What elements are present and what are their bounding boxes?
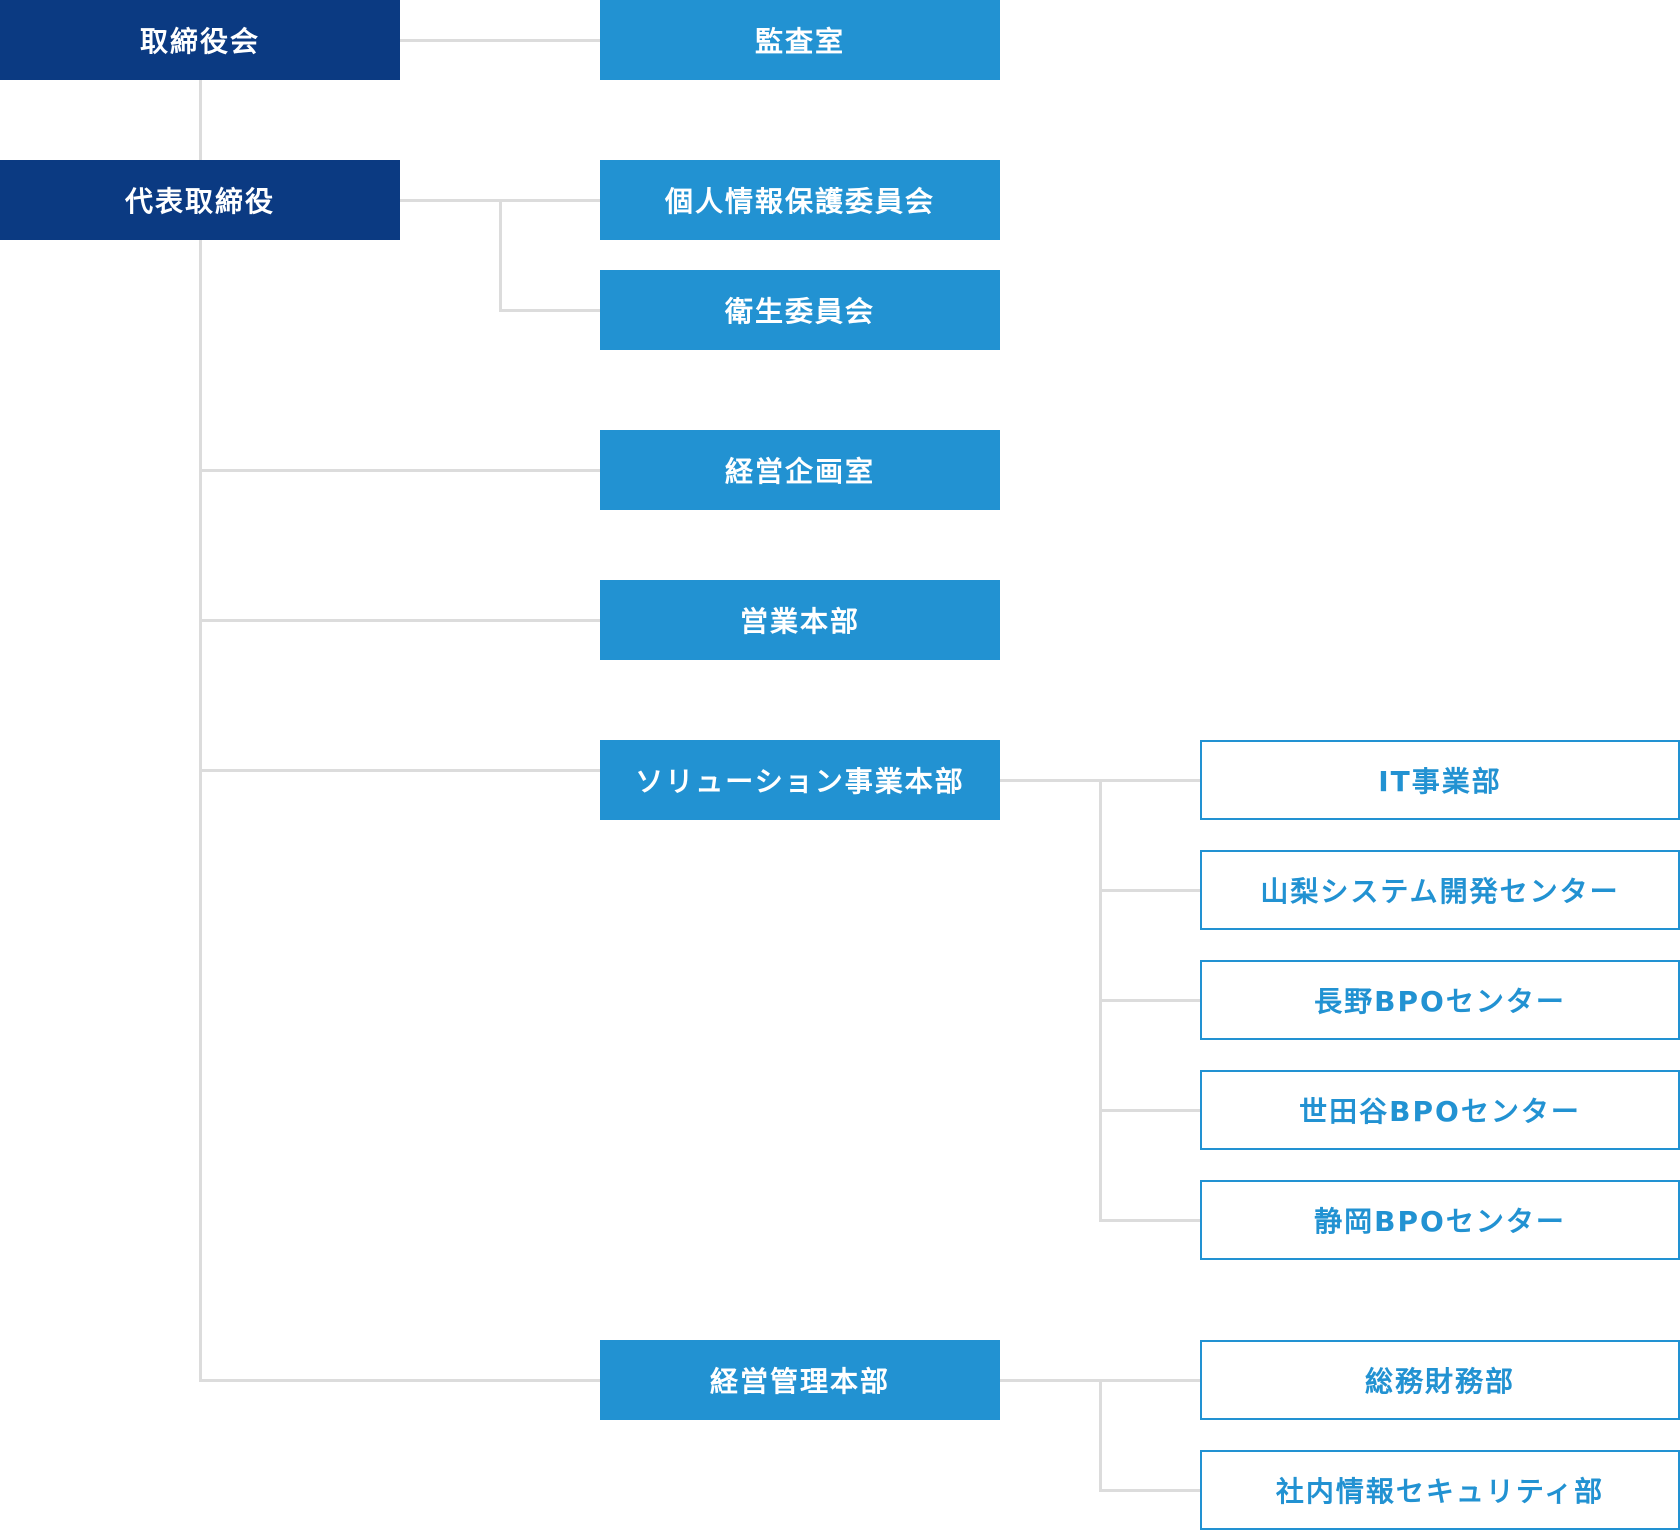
connector-management-security (1099, 1489, 1200, 1492)
connector-solution-shizuoka (1099, 1219, 1200, 1222)
node-nagano-bpo-center: 長野BPOセンター (1200, 960, 1680, 1040)
connector-ceo-planning (199, 469, 600, 472)
node-info-security: 社内情報セキュリティ部 (1200, 1450, 1680, 1530)
node-health-committee: 衛生委員会 (600, 270, 1000, 350)
connector-board-audit (400, 39, 600, 42)
connector-solution-nagano (1099, 999, 1200, 1002)
node-it-department: IT事業部 (1200, 740, 1680, 820)
connector-board-ceo (199, 80, 202, 160)
node-setagaya-bpo-center: 世田谷BPOセンター (1200, 1070, 1680, 1150)
node-management-division: 経営管理本部 (600, 1340, 1000, 1420)
node-yamanashi-center: 山梨システム開発センター (1200, 850, 1680, 930)
node-sales-division: 営業本部 (600, 580, 1000, 660)
node-solution-division: ソリューション事業本部 (600, 740, 1000, 820)
node-shizuoka-bpo-center: 静岡BPOセンター (1200, 1180, 1680, 1260)
connector-ceo-solution (199, 769, 600, 772)
node-board-of-directors: 取締役会 (0, 0, 400, 80)
connector-ceo-health (499, 309, 600, 312)
node-representative-director: 代表取締役 (0, 160, 400, 240)
node-audit-office: 監査室 (600, 0, 1000, 80)
node-corporate-planning: 経営企画室 (600, 430, 1000, 510)
connector-solution-setagaya (1099, 1109, 1200, 1112)
node-privacy-committee: 個人情報保護委員会 (600, 160, 1000, 240)
connector-committee-vertical (499, 199, 502, 311)
connector-ceo-management (199, 1379, 600, 1382)
connector-ceo-trunk (199, 240, 202, 1382)
connector-ceo-sales (199, 619, 600, 622)
connector-solution-yamanashi (1099, 889, 1200, 892)
node-general-affairs-finance: 総務財務部 (1200, 1340, 1680, 1420)
connector-management-vertical (1099, 1379, 1102, 1491)
